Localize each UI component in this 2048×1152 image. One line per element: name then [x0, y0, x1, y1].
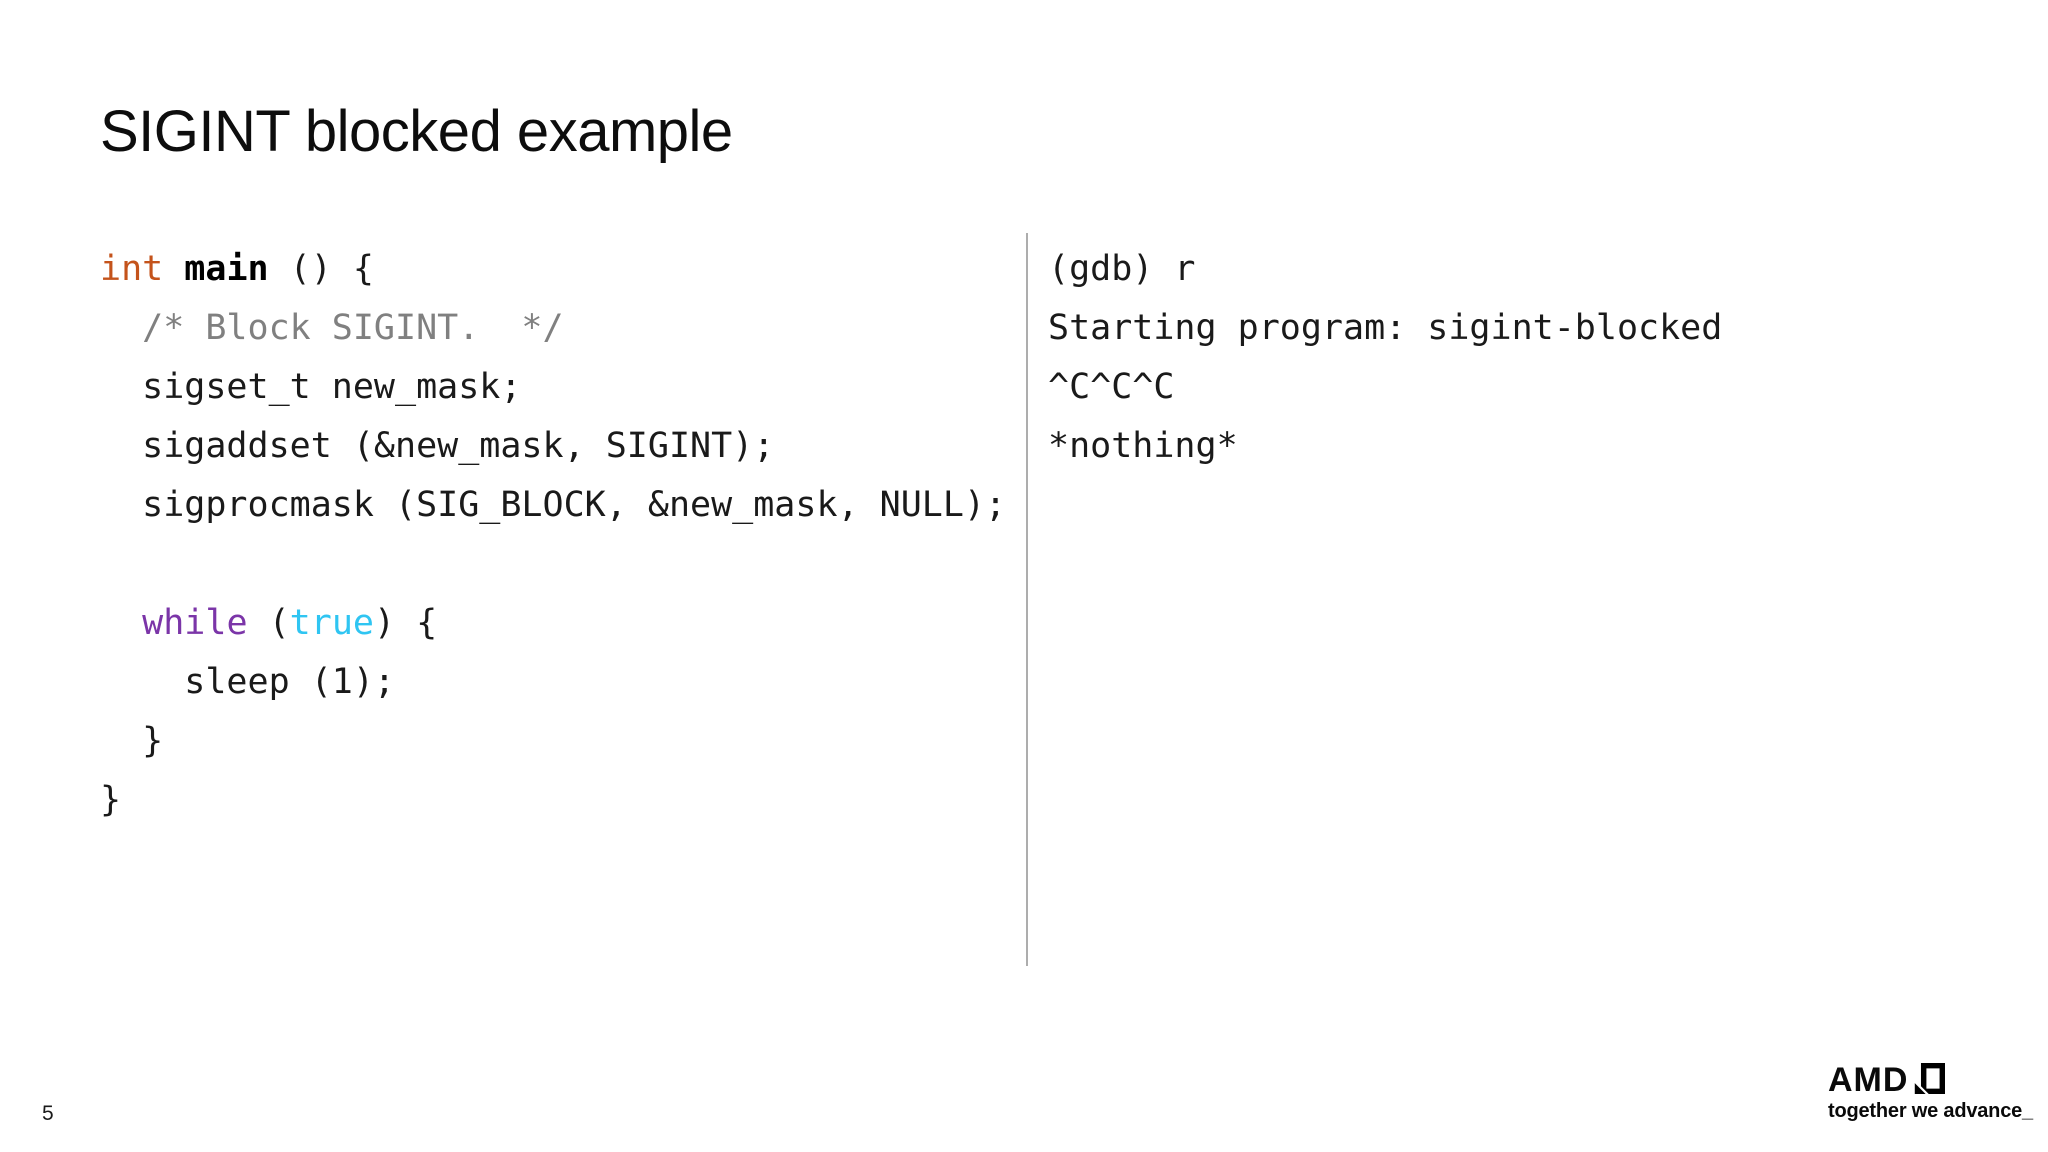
page-number: 5 — [42, 1102, 54, 1125]
gdb-line: (gdb) r — [1048, 249, 1196, 289]
page-title: SIGINT blocked example — [100, 99, 733, 164]
code-line: sigprocmask (SIG_BLOCK, &new_mask, NULL)… — [100, 485, 1007, 525]
amd-logo-row: AMD — [1828, 1063, 2033, 1097]
gdb-line: *nothing* — [1048, 426, 1238, 466]
code-line: int main () { — [100, 249, 374, 289]
amd-logo: AMD together we advance_ — [1828, 1063, 2033, 1122]
code-line: sleep (1); — [100, 662, 396, 702]
code-panel: int main () { /* Block SIGINT. */ sigset… — [100, 240, 1006, 830]
amd-arrow-icon — [1915, 1063, 1946, 1094]
gdb-line: Starting program: sigint-blocked — [1048, 308, 1723, 348]
code-line: /* Block SIGINT. */ — [100, 308, 564, 348]
column-divider — [1026, 233, 1028, 966]
code-line: sigaddset (&new_mask, SIGINT); — [100, 426, 775, 466]
code-line — [100, 535, 1006, 594]
code-line: } — [100, 780, 122, 820]
gdb-line: ^C^C^C — [1048, 367, 1175, 407]
code-line: sigset_t new_mask; — [100, 367, 522, 407]
code-line: while (true) { — [142, 603, 438, 643]
code-line: } — [100, 721, 164, 761]
amd-wordmark: AMD — [1828, 1061, 1909, 1099]
amd-tagline: together we advance_ — [1828, 1100, 2033, 1122]
gdb-output-panel: (gdb) r Starting program: sigint-blocked ^… — [1048, 240, 1722, 476]
